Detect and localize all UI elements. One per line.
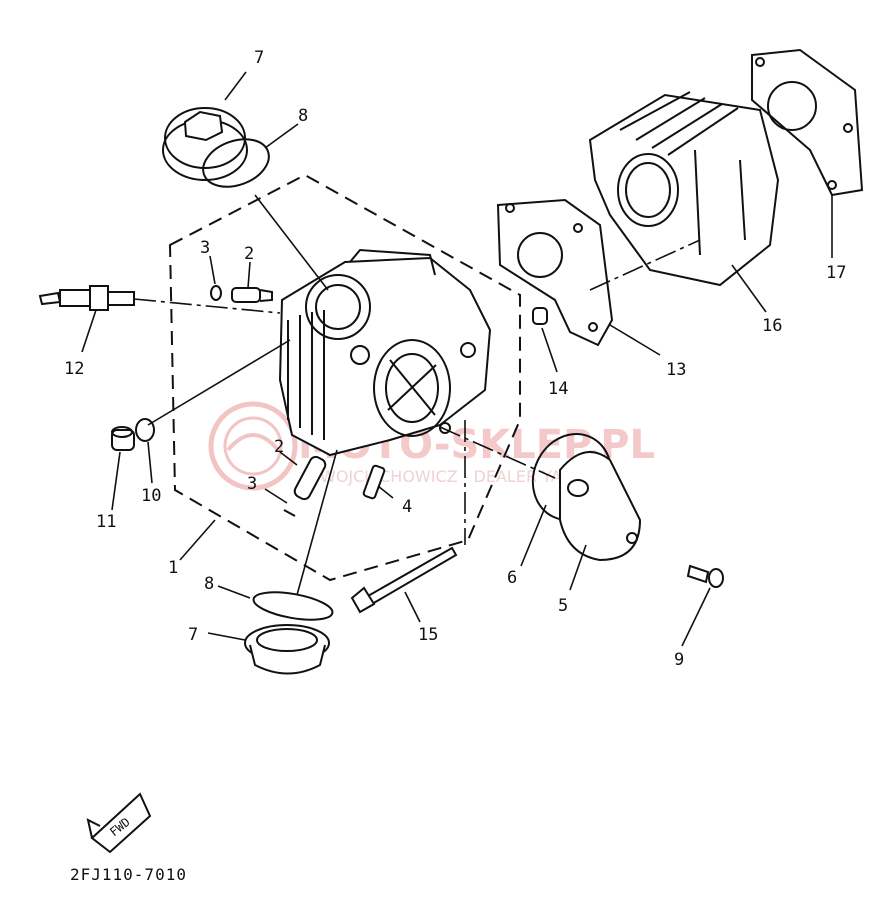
callout-17: 17: [826, 263, 846, 283]
callout-3-bottom: 3: [247, 474, 257, 494]
head-gasket: [751, 48, 864, 197]
fwd-arrow-icon: FWD: [86, 792, 152, 854]
diagram-code: 2FJ110-7010: [70, 865, 187, 884]
valve-guide-bottom: [283, 455, 327, 517]
valve-guide-top: [210, 285, 273, 303]
watermark-logo: [208, 401, 298, 491]
callout-14: 14: [548, 379, 568, 399]
callout-13: 13: [666, 360, 686, 380]
callout-8-bottom: 8: [204, 574, 214, 594]
o-ring-top: [202, 138, 270, 188]
cover-bolt: [686, 564, 724, 588]
spark-plug: [38, 285, 135, 311]
cylinder-head: [278, 248, 492, 457]
callout-2-top: 2: [244, 244, 254, 264]
callout-16: 16: [762, 316, 782, 336]
callout-12: 12: [64, 359, 84, 379]
center-lines: [133, 239, 701, 545]
valve-cap-bottom: [244, 624, 330, 675]
valve-cap-top: [162, 107, 248, 181]
callout-7-bottom: 7: [188, 625, 198, 645]
callout-8-top: 8: [298, 106, 308, 126]
leader-lines: [81, 71, 833, 647]
long-bolt: [350, 546, 458, 614]
cylinder-gasket: [496, 198, 614, 347]
o-ring-bottom: [252, 591, 334, 621]
side-cover: [559, 451, 642, 562]
callout-1: 1: [168, 558, 178, 578]
callout-2-bottom: 2: [274, 437, 284, 457]
washer: [135, 418, 155, 442]
callout-labels: 7 8 3 2 12 11 10 2 3 4 1 8 7 15 6 5 9 14…: [64, 48, 846, 670]
dowel-pin: [532, 307, 548, 325]
callout-10: 10: [141, 486, 161, 506]
drain-plug: [111, 426, 135, 451]
callout-3-top: 3: [200, 238, 210, 258]
callout-9: 9: [674, 650, 684, 670]
stud-bolt: [362, 464, 386, 500]
callout-4: 4: [402, 497, 412, 517]
assembly-boundary: [168, 173, 521, 582]
cylinder-block: [588, 91, 780, 287]
callout-5: 5: [558, 596, 568, 616]
callout-6: 6: [507, 568, 517, 588]
callout-15: 15: [418, 625, 438, 645]
callout-11: 11: [96, 512, 116, 532]
callout-7-top: 7: [254, 48, 264, 68]
